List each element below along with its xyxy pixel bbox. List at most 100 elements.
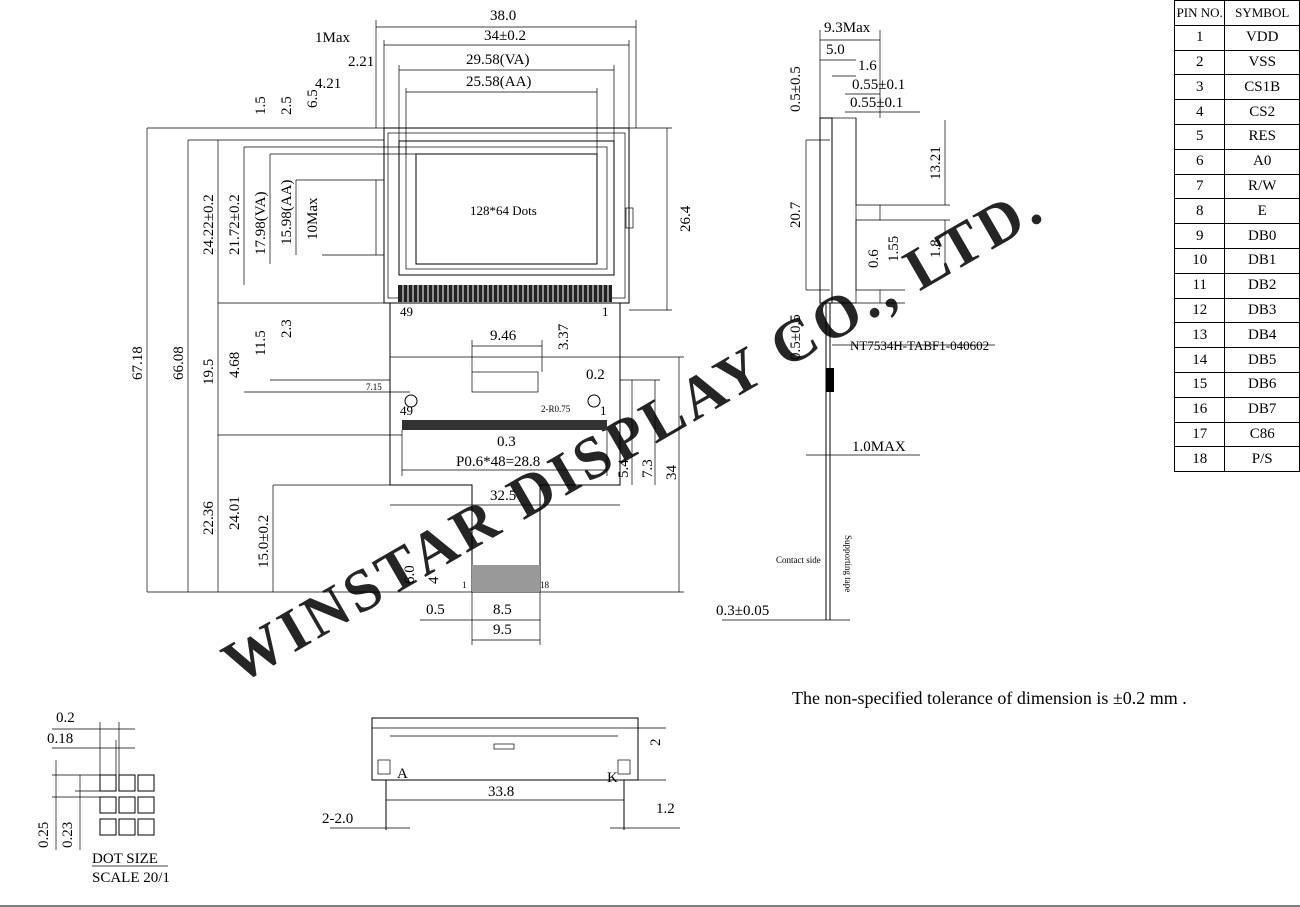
dim-19-5: 19.5 [201,359,217,385]
dim-26-4: 26.4 [678,205,694,232]
pin-symbol-cell: DB3 [1224,297,1300,324]
dim-17-98: 17.98(VA) [253,192,269,255]
dim-21-72: 21.72±0.2 [227,194,243,255]
dim-22-36: 22.36 [201,501,217,535]
dim-34: 34 [664,465,680,481]
dim-8-5: 8.5 [493,602,512,618]
pin-number-cell: 15 [1173,371,1226,398]
dim-20-7: 20.7 [788,201,804,228]
dim-7-3: 7.3 [640,459,656,478]
dim-1-5: 1.5 [253,96,269,115]
left-dimension-labels: 67.18 66.08 24.22±0.2 21.72±0.2 17.98(VA… [130,89,442,584]
dim-pitch: P0.6*48=28.8 [456,454,540,470]
dim-2: 2 [648,739,664,747]
dim-1-6: 1.6 [858,58,877,74]
dim-32-5: 32.5 [490,488,516,504]
dim-15-98: 15.98(AA) [279,180,295,245]
pin-symbol-cell: VSS [1224,49,1300,76]
dim-6-0: 6.0 [402,565,418,584]
dim-4: 4 [426,576,442,584]
pin-symbol-cell: DB5 [1224,347,1300,373]
pin-symbol-cell: R/W [1224,173,1300,200]
dim-6-5: 6.5 [305,89,321,108]
supporting-tape-label: Supporting tape [843,535,853,592]
dim-2-2-0: 2-2.0 [322,811,353,827]
dim-0-5-top: 0.5±0.5 [788,66,804,112]
dim-66-08: 66.08 [171,346,187,380]
dim-1-0max: 1.0MAX [852,439,906,455]
dot-size-title: DOT SIZE [92,851,158,867]
front-view: 128*64 Dots 49 1 49 1 1 18 38.0 [130,8,694,645]
tolerance-note: The non-specified tolerance of dimension… [792,688,1187,708]
dim-aa-width: 25.58(AA) [466,74,531,90]
pin-symbol-cell: A0 [1224,148,1300,175]
dim-11-5: 11.5 [253,330,269,356]
dim-dot-0-25: 0.25 [36,822,52,848]
dim-0-3: 0.3 [497,434,516,450]
pin-symbol-cell: P/S [1224,446,1300,473]
dim-33-8: 33.8 [488,784,514,800]
dim-9-46: 9.46 [490,328,517,344]
pin-number-cell: 13 [1173,322,1226,349]
pin-number-cell: 4 [1173,99,1226,125]
dim-5-4: 5.4 [616,459,632,478]
dim-4-21: 4.21 [315,76,341,92]
pin-no-header: PIN NO. [1173,0,1226,26]
dim-2-21: 2.21 [348,54,374,70]
pin-number-cell: 14 [1173,347,1226,373]
dim-dot-0-18: 0.18 [47,731,73,747]
pin-number-cell: 11 [1173,272,1226,299]
dim-0-5: 0.5 [426,602,445,618]
dim-13-21: 13.21 [928,146,944,180]
dim-0-55-a: 0.55±0.1 [852,77,905,93]
pin-symbol-cell: DB2 [1224,272,1300,299]
dim-5-0: 5.0 [826,42,845,58]
pin-symbol-cell: CS2 [1224,99,1300,125]
dim-0-55-b: 0.55±0.1 [850,95,903,111]
symbol-header: SYMBOL [1224,0,1300,26]
pin-number-cell: 8 [1173,198,1226,225]
ic-label: NT7534H-TABF1-040602 [850,338,989,353]
pin-symbol-cell: C86 [1224,421,1300,448]
dim-1-2: 1.2 [656,801,675,817]
dim-va-width: 29.58(VA) [466,52,529,68]
dim-10max: 10Max [305,197,321,240]
pin-symbol-cell: RES [1224,123,1300,150]
dim-24-01: 24.01 [227,496,243,530]
pin-number-cell: 10 [1173,247,1226,274]
pin-number-cell: 16 [1173,396,1226,423]
dim-9-3max: 9.3Max [824,20,871,36]
backlight-view: A K 33.8 2-2.0 2 1.2 [322,717,680,830]
dim-1max: 1Max [315,30,350,46]
dot-size-caption: DOT SIZE SCALE 20/1 [92,850,170,888]
side-view: 9.3Max 5.0 1.6 0.55±0.1 0.55±0.1 0.5±0.5… [716,20,995,621]
pin-mark-49b: 49 [400,403,413,418]
pin-number-cell: 12 [1173,297,1226,324]
dim-hole-r: 2-R0.75 [541,404,571,414]
pin-symbol-cell: DB6 [1224,371,1300,398]
dim-overall-width: 38.0 [490,8,516,24]
dim-bezel-width: 34±0.2 [484,28,526,44]
dim-67-18: 67.18 [130,346,146,380]
anode-label: A [397,766,408,782]
contact-side-label: Contact side [776,555,821,565]
pin-number-cell: 9 [1173,223,1226,249]
dim-dot-0-23: 0.23 [60,822,76,848]
dim-4-68: 4.68 [227,352,243,378]
pin-number-cell: 5 [1173,123,1226,150]
dim-0-5-mid: 0.5±0.5 [788,314,804,360]
dim-0-2: 0.2 [586,367,605,383]
